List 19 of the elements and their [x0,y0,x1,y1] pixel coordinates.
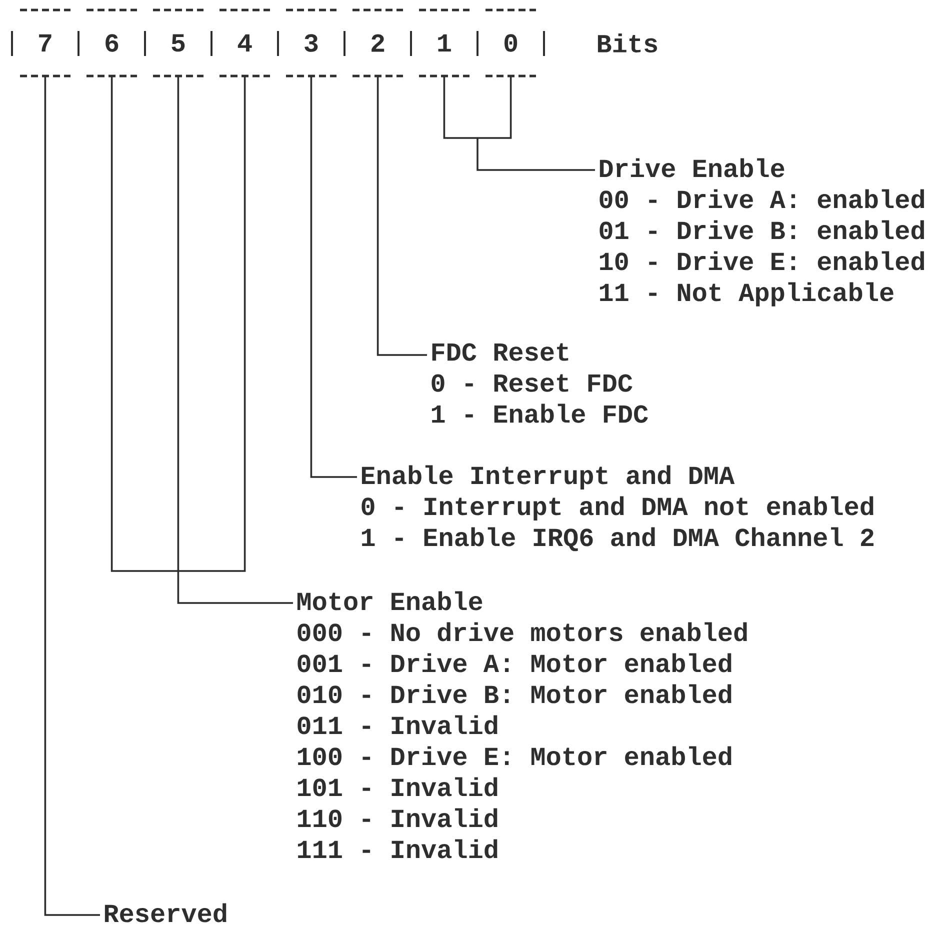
connector-line [376,76,427,356]
connector-line [443,75,596,171]
bit-cell: 1 [438,34,451,52]
field-description: Reserved [104,903,226,922]
field-description: FDC Reset 0 - Reset FDC 1 - Enable FDC [432,343,648,423]
field-description: Enable Interrupt and DMA 0 - Interrupt and DMA not enabled 1 - Enable IRQ6 and DMA Channel 2 [362,465,874,552]
bit-cell: 4 [238,34,252,52]
bit-cell: 3 [304,34,318,52]
bit-cell: 6 [106,34,118,52]
connector-line [110,75,294,604]
connector-line [310,76,357,478]
field-description: Drive Enable 00 - Drive A: enabled 01 - Drive B: enabled 10 - Drive E: enabled 11 - Not Applicable [600,158,924,306]
connector-line [44,76,100,916]
header-label: Bits [598,33,658,53]
bit-cell: 2 [372,34,384,52]
bit-cell: 5 [172,34,185,52]
field-description: Motor Enable 000 - No drive motors enabled 001 - Drive A: Motor enabled 010 - Drive B: Motor enabled 011 - Invalid 100 - Drive E: Motor enabled 101 - Invalid 110 - Invalid 111 - Invalid [297,591,747,858]
bit-cell: 0 [504,34,518,52]
bit-cell: 7 [39,34,52,52]
